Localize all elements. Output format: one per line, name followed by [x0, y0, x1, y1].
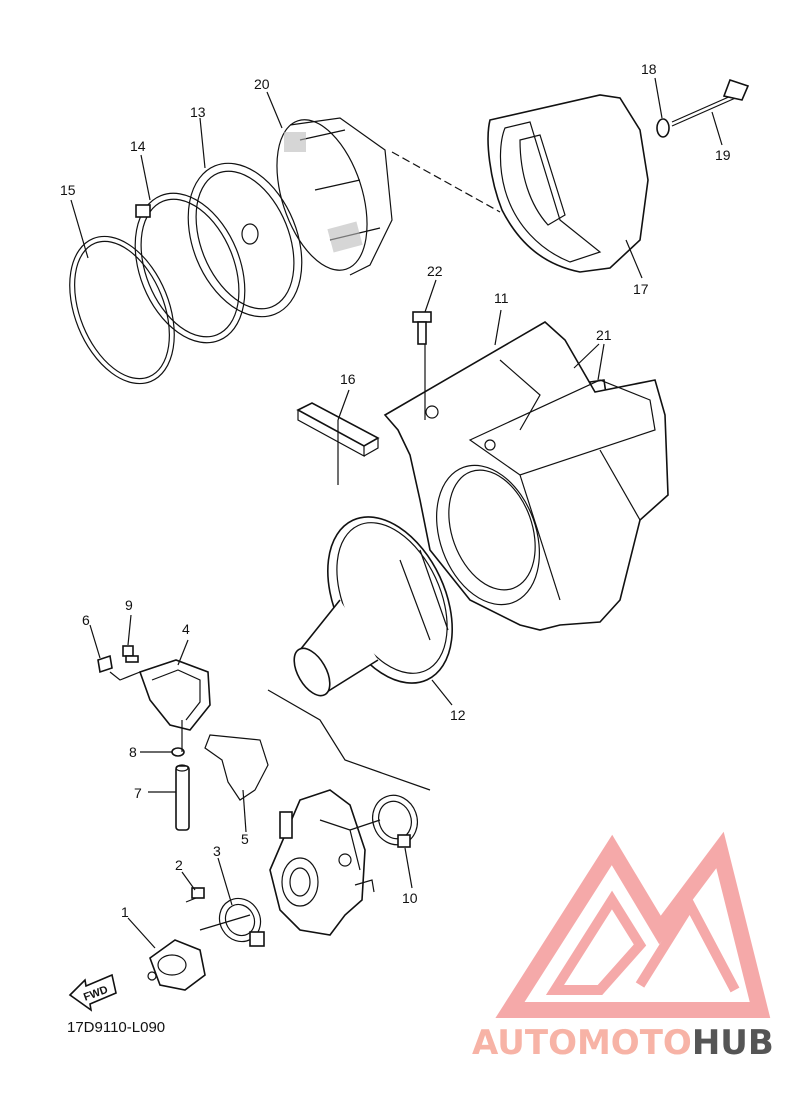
label-16: 16: [340, 371, 356, 387]
gasket-5: [204, 734, 269, 801]
screw-6: [97, 654, 113, 674]
label-3: 3: [213, 843, 221, 859]
label-19: 19: [715, 147, 731, 163]
watermark-text: AUTOMOTOHUB: [472, 1023, 774, 1063]
carburetor: [269, 789, 375, 936]
label-14: 14: [130, 138, 146, 154]
label-8: 8: [129, 744, 137, 760]
filter-cage-20: [276, 117, 393, 276]
bolt-22: [412, 311, 432, 345]
filter-ring-13: [187, 162, 303, 318]
label-1: 1: [121, 904, 129, 920]
screw-9: [122, 645, 139, 663]
label-4: 4: [182, 621, 190, 637]
diagram-code: 17D9110-L090: [67, 1019, 165, 1036]
fwd-arrow-icon: FWD: [68, 973, 117, 1012]
air-box-11: [383, 321, 669, 631]
intake-boot-12: [293, 516, 453, 697]
clamp-10: [372, 794, 418, 848]
hose-7: [175, 764, 190, 831]
label-10: 10: [402, 890, 418, 906]
label-18: 18: [641, 61, 657, 77]
band-14: [134, 192, 246, 344]
clamp-3: [218, 897, 265, 947]
ring-15: [69, 235, 175, 385]
cap-1: [147, 939, 206, 991]
leader-lines: [70, 77, 723, 949]
label-15: 15: [60, 182, 76, 198]
cover-4: [138, 659, 211, 731]
label-21: 21: [596, 327, 612, 343]
label-20: 20: [254, 76, 270, 92]
label-2: 2: [175, 857, 183, 873]
label-9: 9: [125, 597, 133, 613]
part-labels: 1 2 3 4 5 6 7 8 9 10 11 12 13 14 15 16 1…: [60, 61, 731, 920]
filter-element-17: [487, 94, 649, 273]
label-13: 13: [190, 104, 206, 120]
screw-2: [185, 887, 205, 903]
label-22: 22: [427, 263, 443, 279]
label-11: 11: [494, 290, 509, 306]
label-12: 12: [450, 707, 466, 723]
label-17: 17: [633, 281, 649, 297]
watermark-logo: [495, 831, 771, 1018]
label-7: 7: [134, 785, 142, 801]
label-6: 6: [82, 612, 90, 628]
label-5: 5: [241, 831, 249, 847]
bolt-19: [656, 78, 750, 138]
